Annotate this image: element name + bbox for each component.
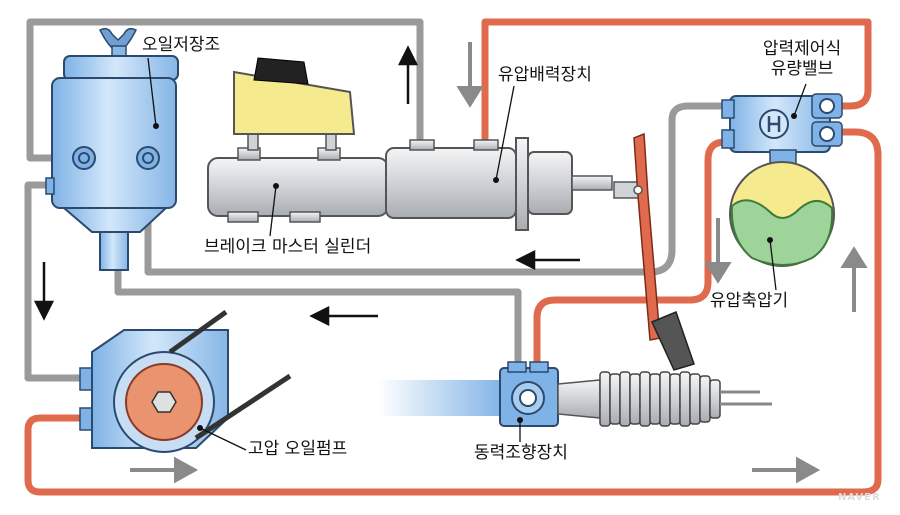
- steering-bellows: [599, 371, 721, 427]
- arrow-left-lower: [309, 305, 378, 327]
- label-pressure-valve: 압력제어식 유량밸브: [742, 39, 862, 79]
- flow-arrows-black: [33, 45, 580, 327]
- label-hp-pump: 고압 오일펌프: [248, 439, 348, 459]
- leader-lines: [147, 57, 807, 451]
- arrow-down-left: [33, 262, 55, 321]
- arrow-right-bottom-right: [752, 456, 821, 484]
- arrow-right-bottom-left: [130, 456, 199, 484]
- hp-oil-pump: [79, 309, 292, 453]
- pressure-control-valve: [721, 93, 843, 153]
- drive-belt: [168, 309, 292, 441]
- pressure-line-top: [481, 18, 872, 149]
- label-power-booster: 유압배력장치: [498, 65, 592, 85]
- power-steering: [378, 361, 772, 427]
- master-cylinder: [207, 57, 389, 223]
- return-line-top-loop: [26, 18, 424, 162]
- reservoir-cap-yellow: [233, 70, 356, 135]
- pressure-line-steering: [533, 138, 742, 376]
- accumulator: [729, 149, 835, 267]
- arrow-down-valve: [704, 218, 732, 284]
- watermark: NAVER: [838, 492, 881, 503]
- flow-arrows-gray: [130, 42, 868, 484]
- oil-reservoir: [45, 27, 179, 271]
- return-line-reservoir-left: [24, 181, 89, 382]
- label-accumulator: 유압축압기: [710, 291, 789, 311]
- label-pressure-valve-line1: 압력제어식: [762, 39, 842, 59]
- pressure-line-bottom-right: [24, 128, 882, 496]
- arrow-up-top: [397, 45, 419, 104]
- arrow-up-right: [840, 246, 868, 312]
- return-line-master-bottom: [144, 102, 739, 276]
- label-master-cylinder: 브레이크 마스터 실린더: [204, 237, 372, 257]
- label-pressure-valve-line2: 유량밸브: [770, 58, 834, 79]
- label-oil-reservoir: 오일저장조: [142, 35, 221, 55]
- arrow-left-mid: [515, 249, 580, 271]
- reservoir-cap-black: [253, 57, 309, 85]
- brake-pedal: [613, 132, 695, 371]
- label-power-steering: 동력조향장치: [474, 443, 568, 463]
- arrow-down-top: [456, 42, 484, 108]
- power-booster: [385, 137, 613, 231]
- pressure-lines: [24, 18, 882, 496]
